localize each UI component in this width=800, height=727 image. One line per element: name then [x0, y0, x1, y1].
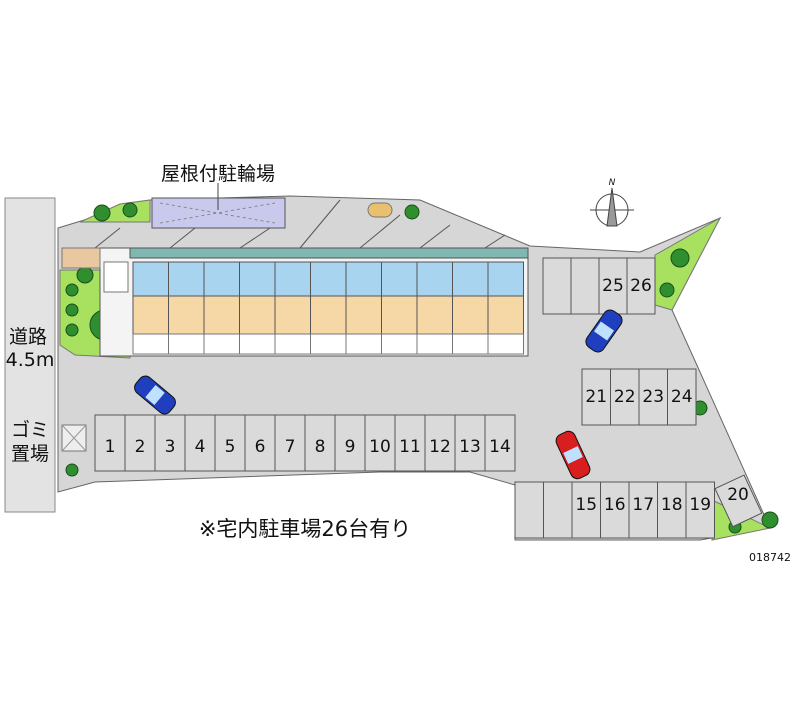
parking-space-number: 18 [661, 495, 683, 515]
parking-space: 3 [154, 414, 186, 472]
tree-icon [761, 511, 779, 529]
parking-space-number: 5 [225, 437, 236, 457]
parking-space-number: 14 [489, 437, 511, 457]
road-label: 道路 [9, 326, 47, 348]
apartment-unit [345, 261, 382, 355]
parking-space-number: 24 [671, 387, 693, 407]
apartment-unit [416, 261, 453, 355]
parking-space-number: 2 [135, 437, 146, 457]
garbage-label-2: 置場 [11, 443, 49, 465]
parking-space: 26 [626, 257, 656, 315]
compass-north-label: N [609, 178, 616, 188]
parking-space-number: 16 [604, 495, 626, 515]
tree-icon [65, 463, 79, 477]
parking-space: 2 [124, 414, 156, 472]
parking-space-number: 9 [345, 437, 356, 457]
parking-space-number: 22 [614, 387, 636, 407]
car-red [555, 430, 591, 480]
parking-space-number: 1 [105, 437, 116, 457]
parking-space: 15 [571, 481, 601, 539]
parking-space-number: 23 [642, 387, 664, 407]
tree-icon [65, 303, 79, 317]
apartment-unit [168, 261, 205, 355]
parking-space [570, 257, 600, 315]
parking-space: 4 [184, 414, 216, 472]
tree-icon [76, 266, 94, 284]
apartment-unit [381, 261, 418, 355]
tree-icon [659, 282, 675, 298]
parking-space: 25 [598, 257, 628, 315]
apartment-unit [274, 261, 311, 355]
garbage-label-1: ゴミ [11, 419, 49, 441]
parking-space: 10 [364, 414, 396, 472]
parking-space [543, 481, 573, 539]
parking-space: 21 [581, 368, 611, 426]
parking-space: 18 [657, 481, 687, 539]
parking-space: 5 [214, 414, 246, 472]
parking-space: 1 [94, 414, 126, 472]
apartment-unit [132, 261, 169, 355]
road [4, 197, 56, 513]
compass-icon: N [590, 178, 634, 227]
parking-space-number: 26 [630, 276, 652, 296]
apartment-unit [452, 261, 489, 355]
parking-space: 23 [638, 368, 668, 426]
parking-space [542, 257, 572, 315]
parking-space-number: 17 [632, 495, 654, 515]
parking-space: 6 [244, 414, 276, 472]
tree-icon [122, 202, 138, 218]
parking-space [514, 481, 544, 539]
map-code: 018742 [749, 551, 791, 564]
parking-space: 19 [685, 481, 715, 539]
parking-space-number: 15 [575, 495, 597, 515]
parking-space: 16 [600, 481, 630, 539]
parking-space-number: 21 [585, 387, 607, 407]
parking-space-number: 19 [689, 495, 711, 515]
green-area-top-left [79, 199, 151, 223]
caption: ※宅内駐車場26台有り [199, 517, 411, 541]
parking-space-number: 3 [165, 437, 176, 457]
bench [367, 202, 393, 218]
parking-space-number: 7 [285, 437, 296, 457]
apartment-building [61, 247, 529, 357]
parking-space: 22 [610, 368, 640, 426]
parking-space-number: 12 [429, 437, 451, 457]
apartment-unit [487, 261, 524, 355]
parking-space: 11 [394, 414, 426, 472]
road-width-label: 4.5m [6, 349, 55, 371]
parking-space-number: 11 [399, 437, 421, 457]
parking-space: 12 [424, 414, 456, 472]
parking-space: 8 [304, 414, 336, 472]
tree-icon [670, 248, 690, 268]
tree-icon [65, 283, 79, 297]
parking-space: 14 [484, 414, 516, 472]
parking-space-number: 10 [369, 437, 391, 457]
staircase [103, 261, 129, 293]
parking-space: 17 [628, 481, 658, 539]
apartment-unit [203, 261, 240, 355]
tree-icon [65, 323, 79, 337]
parking-space-number: 8 [315, 437, 326, 457]
bicycle-parking-label: 屋根付駐輪場 [161, 163, 275, 185]
apartment-unit [310, 261, 347, 355]
parking-space: 13 [454, 414, 486, 472]
parking-space-number: 13 [459, 437, 481, 457]
car-blue-left [134, 375, 176, 415]
parking-space-number: 20 [727, 485, 749, 505]
apartment-unit [239, 261, 276, 355]
parking-space-number: 6 [255, 437, 266, 457]
parking-space: 9 [334, 414, 366, 472]
parking-space-number: 25 [602, 276, 624, 296]
tree-icon [404, 204, 420, 220]
parking-space: 20 [714, 474, 763, 528]
car-blue-right [585, 309, 623, 353]
parking-space: 24 [667, 368, 697, 426]
tree-icon [93, 204, 111, 222]
parking-space: 7 [274, 414, 306, 472]
parking-space-number: 4 [195, 437, 206, 457]
